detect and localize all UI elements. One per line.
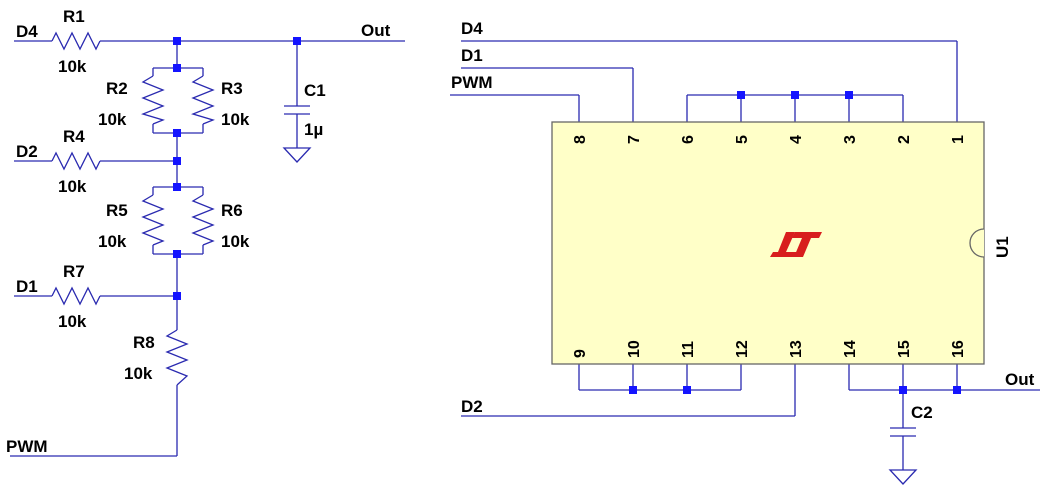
r6-value: 10k — [221, 232, 250, 251]
net-label-d4-right: D4 — [461, 19, 483, 38]
ground-icon — [282, 147, 312, 163]
r6-resistor — [191, 194, 215, 246]
r4-ref: R4 — [63, 127, 85, 146]
r5-resistor — [141, 194, 165, 246]
right-junctions — [629, 91, 961, 394]
r1-value: 10k — [58, 57, 87, 76]
r5-ref: R5 — [106, 201, 128, 220]
net-label-d1-left: D1 — [16, 277, 38, 296]
pin-number: 5 — [734, 135, 751, 144]
u1-top-pins: 8 7 6 5 4 3 2 1 — [572, 135, 967, 144]
pin-number: 4 — [788, 135, 805, 144]
pin-number: 6 — [680, 135, 697, 144]
c2-capacitor — [890, 427, 916, 437]
r8-ref: R8 — [133, 333, 155, 352]
r8-resistor — [165, 329, 189, 386]
r5-value: 10k — [98, 232, 127, 251]
r8-value: 10k — [124, 364, 153, 383]
u1-ic-body — [551, 121, 985, 365]
u1-bottom-pins: 9 10 11 12 13 14 15 16 — [572, 340, 967, 358]
u1-ref: U1 — [993, 236, 1012, 258]
r7-ref: R7 — [63, 262, 85, 281]
left-junctions — [173, 37, 301, 300]
pin-number: 8 — [572, 135, 589, 144]
pin-number: 3 — [842, 135, 859, 144]
net-label-pwm-right: PWM — [451, 73, 493, 92]
r1-ref: R1 — [63, 7, 85, 26]
r4-resistor — [51, 151, 101, 171]
c2-ref: C2 — [911, 403, 933, 422]
r2-resistor — [141, 75, 165, 125]
net-label-d1-right: D1 — [461, 46, 483, 65]
pin-number: 9 — [572, 349, 589, 358]
ground-icon — [888, 469, 918, 485]
net-label-d4: D4 — [16, 22, 38, 41]
u1-notch — [969, 228, 985, 258]
r3-resistor — [191, 75, 215, 125]
r2-value: 10k — [98, 110, 127, 129]
r4-value: 10k — [58, 177, 87, 196]
c1-value: 1µ — [304, 120, 323, 139]
net-label-pwm-left: PWM — [6, 437, 48, 456]
pin-number: 15 — [896, 340, 913, 358]
r1-resistor — [51, 31, 101, 51]
pin-number: 16 — [950, 340, 967, 358]
c1-ref: C1 — [304, 81, 326, 100]
net-label-out-left: Out — [361, 21, 391, 40]
c1-capacitor — [284, 105, 310, 115]
r3-ref: R3 — [221, 79, 243, 98]
r3-value: 10k — [221, 110, 250, 129]
r6-ref: R6 — [221, 201, 243, 220]
pin-number: 11 — [680, 341, 697, 358]
pin-number: 2 — [896, 135, 913, 144]
pin-number: 14 — [842, 340, 859, 358]
pin-number: 13 — [788, 340, 805, 358]
pin-number: 1 — [950, 135, 967, 144]
pin-number: 7 — [626, 135, 643, 144]
lt-logo-icon — [770, 232, 822, 257]
net-label-d2-right: D2 — [461, 397, 483, 416]
r7-resistor — [51, 286, 101, 306]
net-label-d2-left: D2 — [16, 142, 38, 161]
r2-ref: R2 — [106, 79, 128, 98]
r7-value: 10k — [58, 312, 87, 331]
pin-number: 10 — [626, 340, 643, 358]
net-label-out-right: Out — [1005, 370, 1035, 389]
pin-number: 12 — [734, 340, 751, 358]
